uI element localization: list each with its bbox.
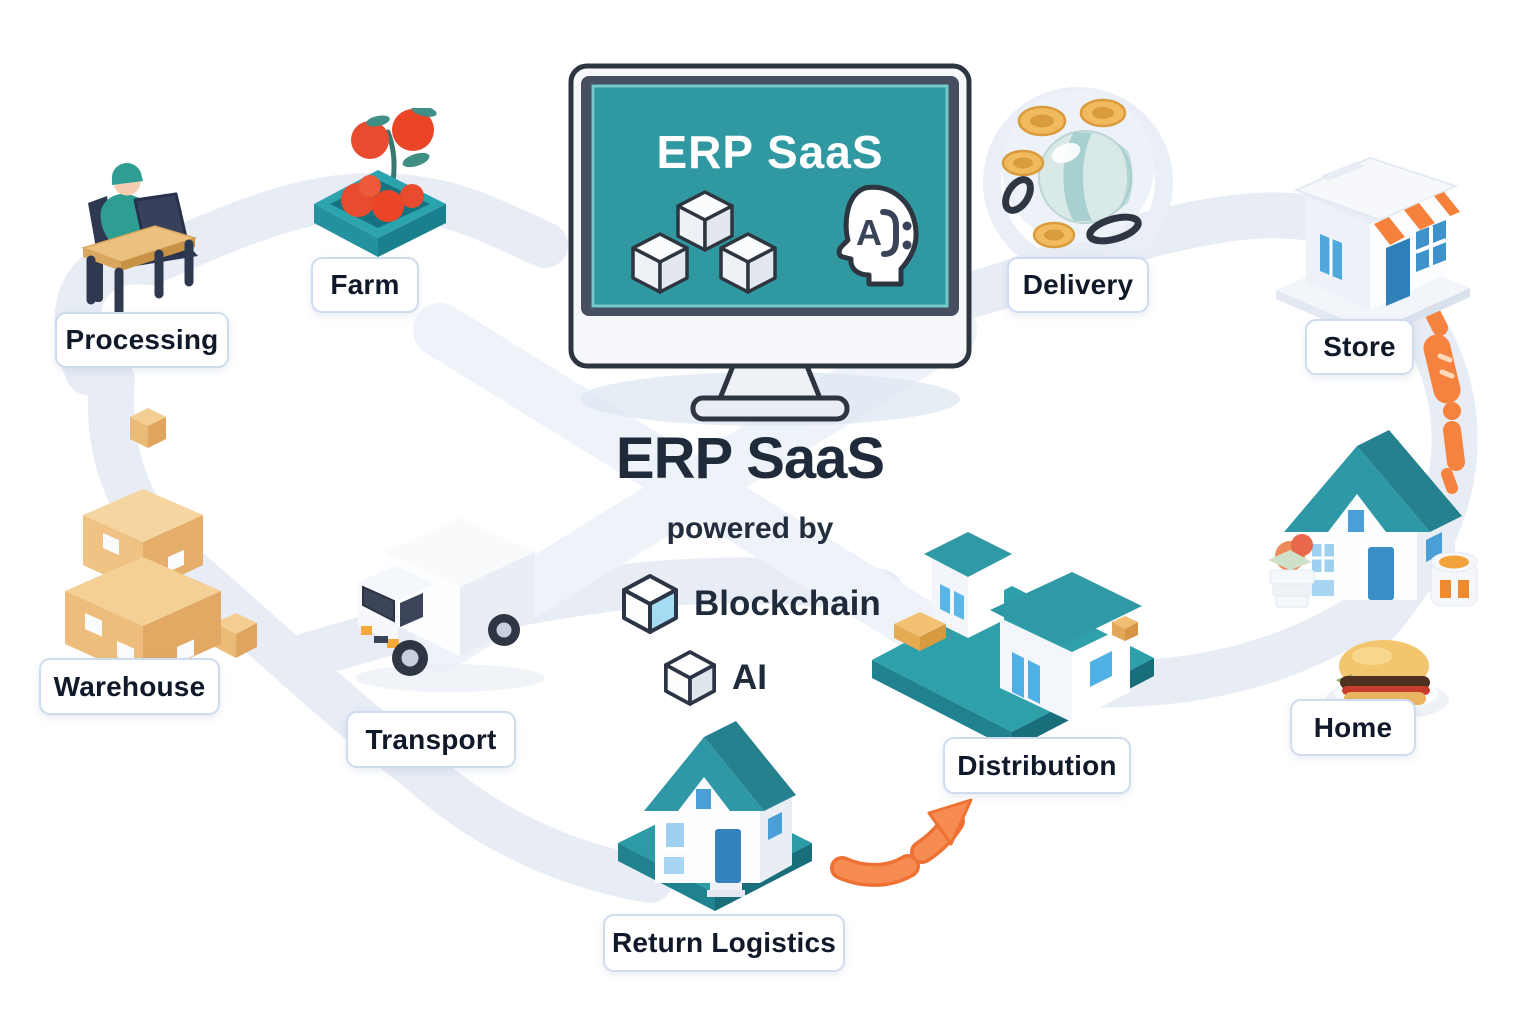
center-headline: ERP SaaS xyxy=(615,426,885,491)
center-subtitle: powered by xyxy=(666,512,834,545)
tomato-crate xyxy=(314,170,446,257)
return-house xyxy=(644,721,796,897)
feature-ai-label: AI xyxy=(732,658,767,697)
farm-illustration xyxy=(300,108,470,268)
burger-plate xyxy=(1325,640,1449,720)
feature-ai: AI xyxy=(664,650,767,706)
transport-illustration xyxy=(330,490,550,710)
warehouse-tower-small xyxy=(924,532,1012,638)
label-delivery: Delivery xyxy=(1007,257,1149,313)
return-arrow xyxy=(830,798,973,887)
distribution-illustration xyxy=(862,500,1172,760)
store-window-left xyxy=(1320,234,1342,280)
monitor-stand-base xyxy=(690,395,850,422)
blockchain-cubes-icon xyxy=(631,190,777,294)
box-stack xyxy=(65,489,221,679)
label-farm: Farm xyxy=(311,257,419,313)
path-warehouse-return xyxy=(87,357,673,903)
globe-icon xyxy=(1038,130,1133,224)
blockchain-cube-icon xyxy=(622,574,678,634)
warehouse-building-large xyxy=(990,572,1142,722)
label-return-logistics: Return Logistics xyxy=(603,914,845,972)
label-home: Home xyxy=(1290,699,1416,756)
label-transport: Transport xyxy=(346,711,516,768)
coins-icon xyxy=(1001,98,1127,249)
screen-title: ERP SaaS xyxy=(656,126,883,178)
svg-text:A: A xyxy=(856,212,882,253)
floating-cube-right xyxy=(215,613,257,658)
plant-pot xyxy=(1268,534,1315,608)
delivery-illustration xyxy=(990,85,1170,260)
tomato-plant xyxy=(351,108,437,193)
desk xyxy=(80,225,198,317)
box-truck xyxy=(358,518,535,676)
warehouse-illustration xyxy=(25,395,285,695)
ai-head-icon: A xyxy=(836,184,919,287)
dark-rings-icon xyxy=(1002,176,1142,245)
floating-cube-top xyxy=(130,408,166,448)
processing-illustration xyxy=(55,148,245,338)
shop-building xyxy=(1293,156,1460,310)
erp-monitor: ERP SaaS A xyxy=(565,62,980,427)
ai-cube-icon xyxy=(664,650,716,706)
label-store: Store xyxy=(1305,319,1414,375)
store-awning xyxy=(1374,192,1460,245)
store-illustration xyxy=(1268,138,1478,353)
home-illustration xyxy=(1262,428,1492,738)
pallet-boxes xyxy=(894,612,1138,651)
label-distribution: Distribution xyxy=(943,737,1131,794)
store-door xyxy=(1386,238,1410,306)
store-window-right xyxy=(1415,220,1447,272)
storage-jar xyxy=(1430,551,1478,607)
label-warehouse: Warehouse xyxy=(39,658,220,715)
feature-blockchain-label: Blockchain xyxy=(694,584,881,623)
label-processing: Processing xyxy=(55,312,229,368)
feature-blockchain: Blockchain xyxy=(622,574,881,634)
return-logistics-illustration xyxy=(600,715,830,930)
truck-shadow xyxy=(355,664,545,692)
